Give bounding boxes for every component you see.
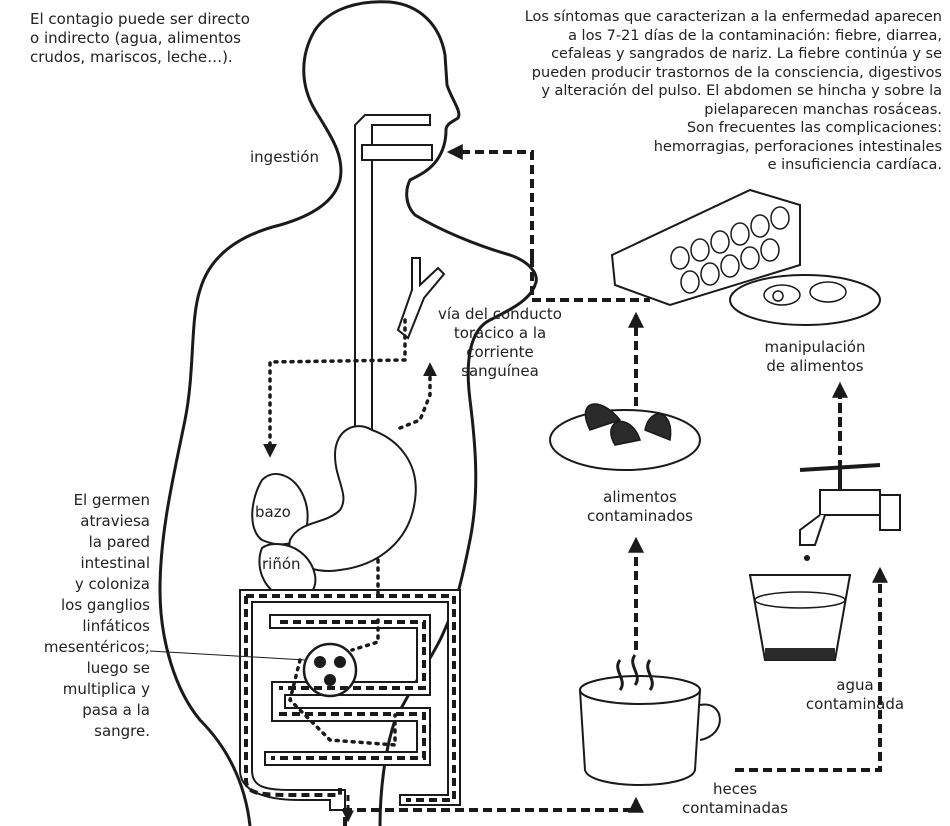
contaminated-feces-label: heces contaminadas <box>650 780 820 818</box>
oysters-plate-illustration <box>550 404 700 470</box>
symptoms-text: Los síntomas que caracterizan a la enfer… <box>422 8 942 175</box>
germ-text: El germen atraviesa la pared intestinal … <box>20 490 150 742</box>
germ-dot <box>314 656 326 668</box>
contaminated-food-label: alimentos contaminados <box>570 488 710 526</box>
kidney-label: riñón <box>262 555 301 574</box>
germ-dot <box>324 674 336 686</box>
thoracic-duct-label: vía del conducto torácico a la corriente… <box>430 305 570 381</box>
water-tap-illustration <box>800 460 900 561</box>
ingestion-label: ingestión <box>250 148 319 167</box>
germ-dot <box>334 656 346 668</box>
body-to-feces-arrow <box>345 800 636 826</box>
feces-pot-illustration <box>580 655 720 785</box>
water-glass-illustration <box>750 575 850 660</box>
contaminated-water-label: agua contaminada <box>780 676 930 714</box>
contagion-text: El contagio puede ser directo o indirect… <box>30 10 250 67</box>
spleen-label: bazo <box>255 503 291 522</box>
food-handling-label: manipulación de alimentos <box>740 338 890 376</box>
egg-plate-illustration <box>730 275 880 325</box>
